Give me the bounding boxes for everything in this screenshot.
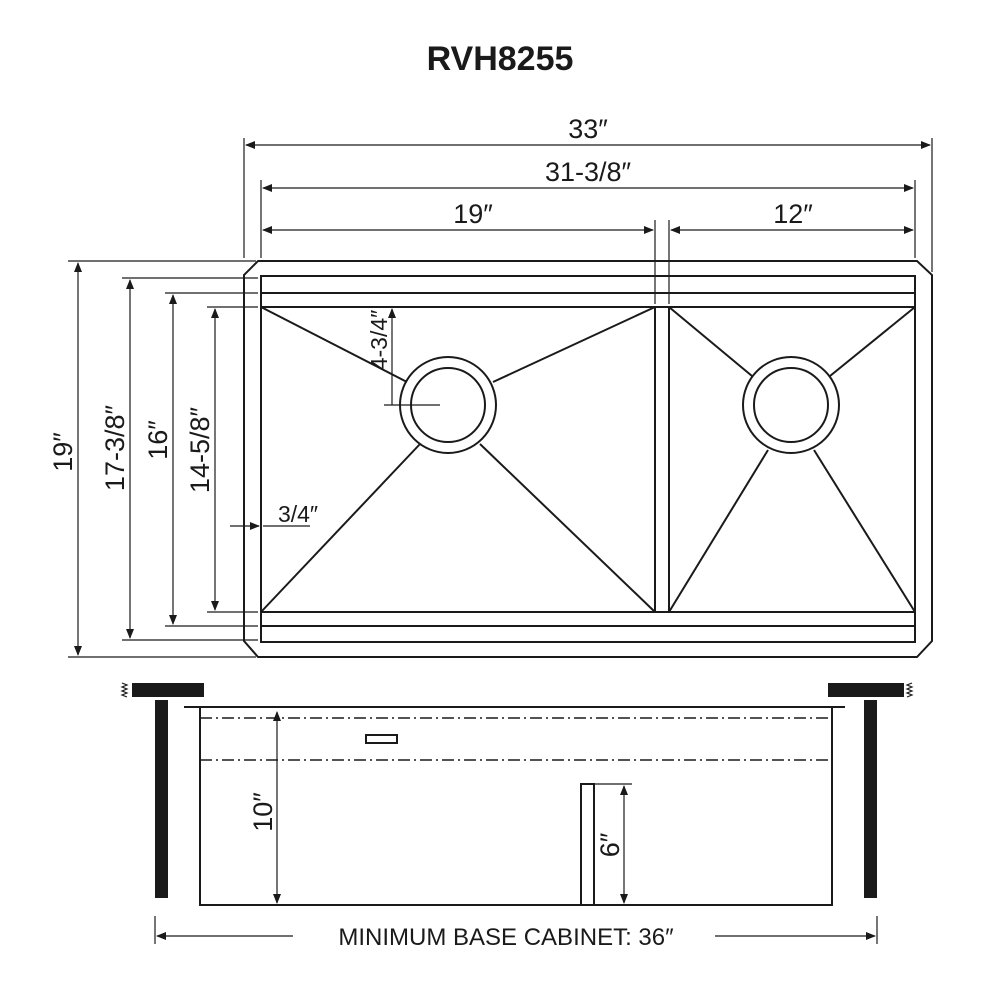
dim-large-bowl-width: 19″ — [453, 199, 493, 229]
side-view: 10″ 6″ MINIMUM BASE CABINET: 36″ — [120, 682, 914, 951]
low-divider — [580, 783, 595, 906]
overflow-slot — [365, 734, 398, 744]
dim-ledge: 3/4″ — [278, 501, 318, 527]
dim-small-bowl-width: 12″ — [773, 199, 813, 229]
small-bowl — [668, 306, 916, 613]
model-title: RVH8255 — [427, 40, 574, 78]
large-bowl — [260, 306, 656, 613]
sink-outer-outline — [243, 260, 933, 658]
sink-bowl-side — [199, 707, 833, 906]
dim-inner-length: 31-3/8″ — [545, 157, 632, 187]
dim-bowl-depth: 14-5/8″ — [185, 407, 215, 494]
small-drain-outer — [742, 356, 840, 454]
minimum-cabinet-caption: MINIMUM BASE CABINET: 36″ — [338, 924, 674, 951]
dim-bowl-height: 10″ — [248, 792, 278, 832]
dim-divider-height: 6″ — [595, 832, 625, 857]
countertop-left — [120, 682, 204, 698]
cabinet-wall-right — [864, 700, 877, 898]
dim-overall-length: 33″ — [568, 114, 608, 144]
dim-overall-depth: 19″ — [48, 432, 78, 472]
sink-rim — [260, 275, 916, 643]
top-view: 33″ 31-3/8″ 19″ 12″ 19″ 17-3/8″ 16″ 14-5… — [48, 114, 933, 658]
dim-drain-offset: 4-3/4″ — [366, 310, 392, 371]
small-drain-inner — [753, 367, 829, 443]
dim-depth-17: 17-3/8″ — [100, 405, 130, 492]
countertop-right — [828, 682, 914, 698]
dim-depth-16: 16″ — [143, 420, 173, 460]
cabinet-wall-left — [155, 700, 168, 898]
